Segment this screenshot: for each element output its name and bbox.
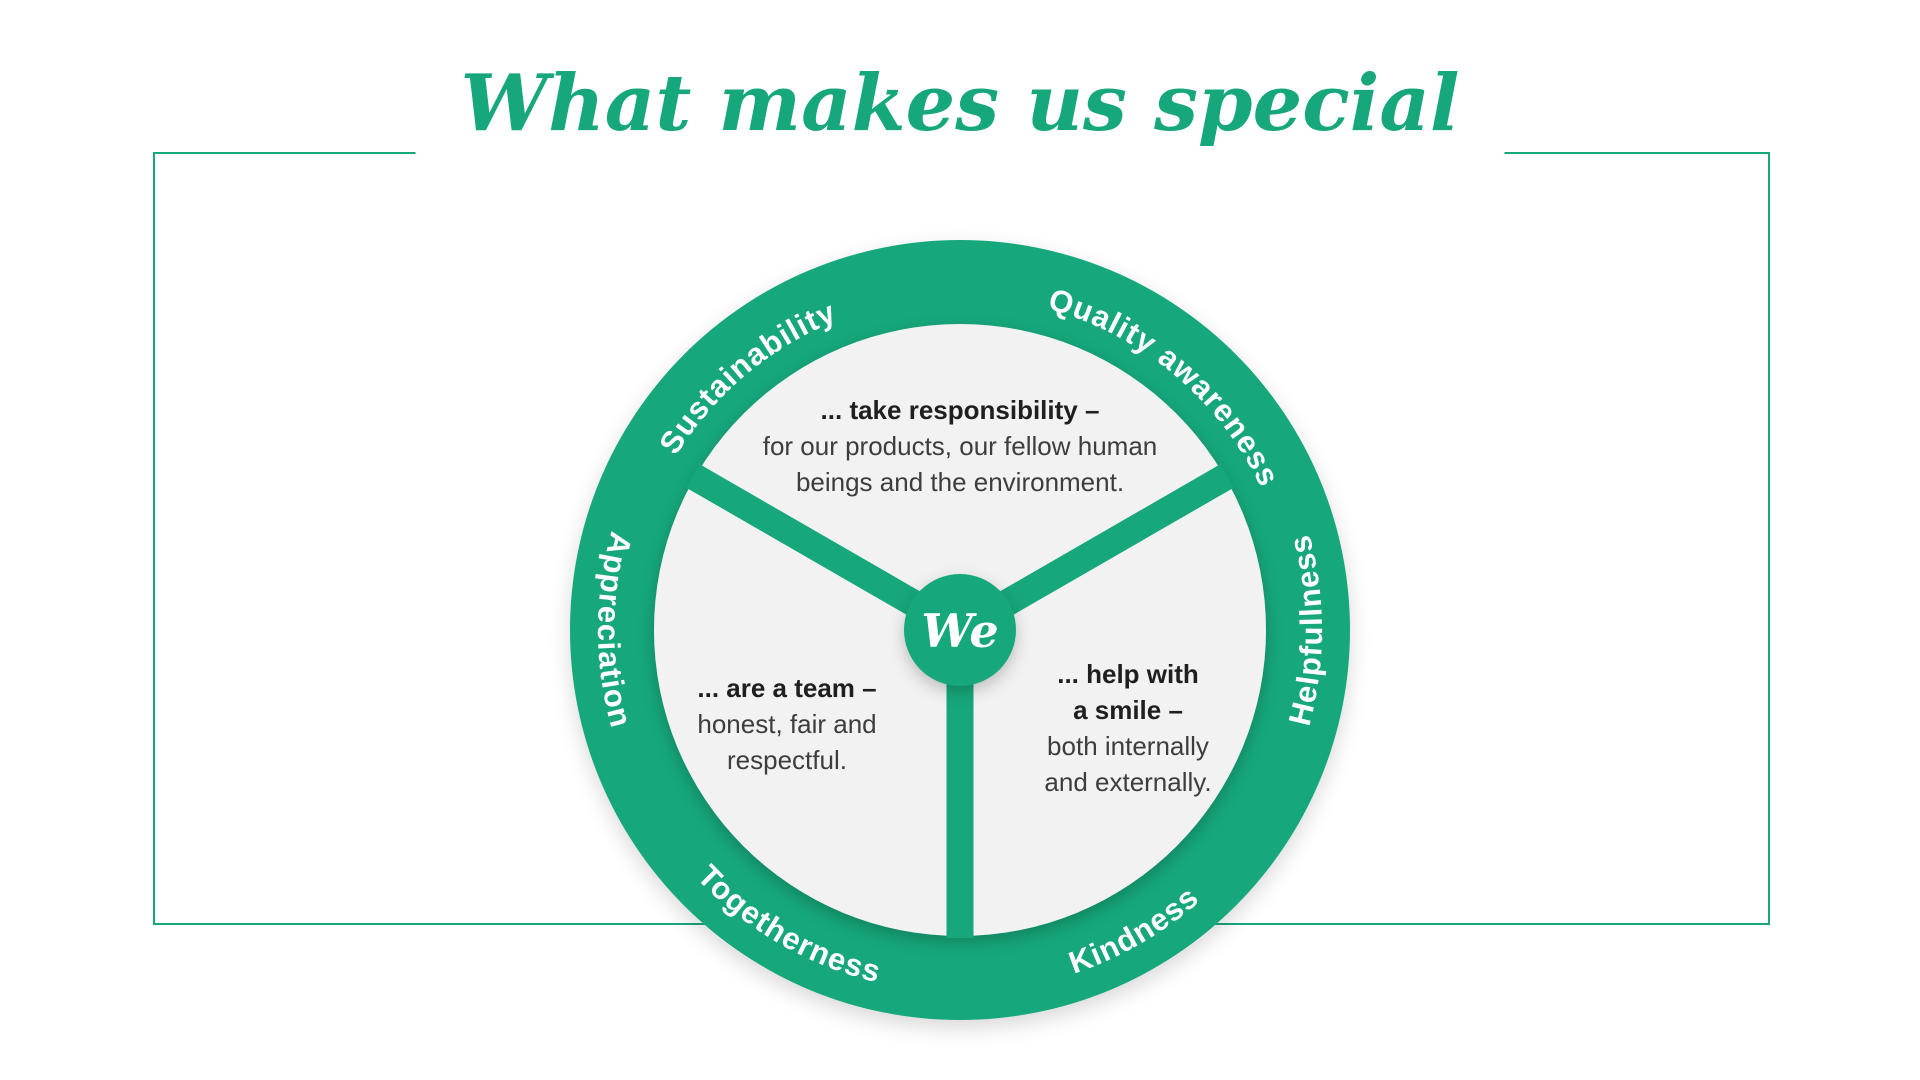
segment-smile-line: and externally. <box>1044 767 1212 797</box>
values-wheel-diagram: We Sustainability Quality awareness Help… <box>570 240 1350 1020</box>
center-circle <box>904 574 1016 686</box>
segment-smile-line: both internally <box>1047 731 1209 761</box>
segment-text-smile: ... help with a smile – both internally … <box>958 656 1298 800</box>
segment-text-responsibility: ... take responsibility – for our produc… <box>700 392 1220 500</box>
page-title: What makes us special <box>415 44 1505 164</box>
segment-smile-heading: a smile – <box>1073 695 1183 725</box>
segment-team-line: honest, fair and <box>697 709 877 739</box>
center-we-label: We <box>921 604 998 658</box>
segment-team-line: respectful. <box>727 745 847 775</box>
segment-responsibility-heading: ... take responsibility – <box>820 395 1100 425</box>
segment-team-heading: ... are a team – <box>697 673 877 703</box>
segment-responsibility-line: beings and the environment. <box>795 467 1125 497</box>
segment-smile-heading: ... help with <box>1057 659 1199 689</box>
segment-text-team: ... are a team – honest, fair and respec… <box>617 670 957 778</box>
segment-responsibility-line: for our products, our fellow human <box>762 431 1158 461</box>
